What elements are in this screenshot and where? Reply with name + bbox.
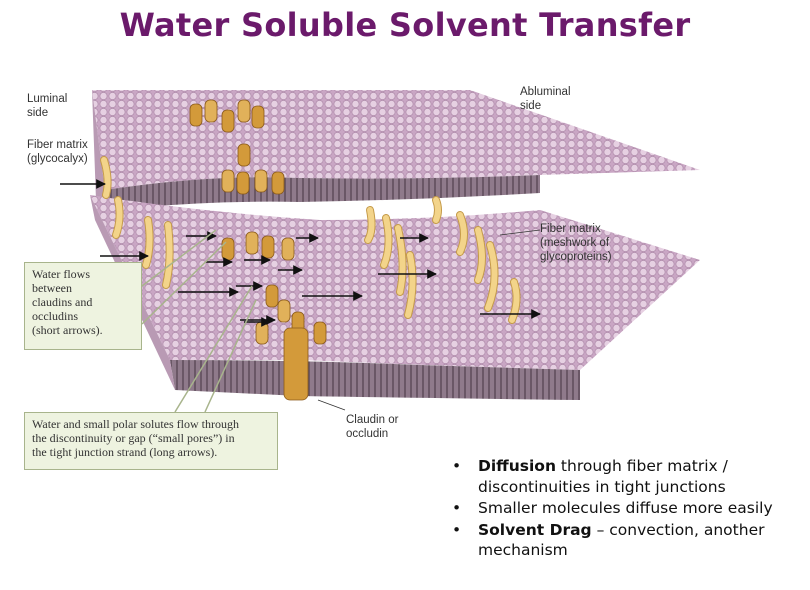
bullet-list: Diffusion through fiber matrix / discont… [448,456,810,562]
fiber [143,217,153,268]
flow-arrows [60,179,541,327]
claudin [237,143,251,167]
claudin [281,237,295,261]
fiber [395,225,406,295]
claudin [204,99,218,123]
long-arrows-callout: Water and small polar solutes flow throu… [24,412,278,470]
claudin [255,321,269,345]
claudin [283,327,309,401]
bullet-text: – convection, another mechanism [478,520,765,560]
luminal-side-label: Luminal side [27,93,68,119]
fiber [365,207,375,243]
claudin [245,231,259,255]
fiber [433,197,441,223]
bullet-item: Diffusion through fiber matrix / discont… [448,456,810,497]
fiber [163,222,173,288]
fiber [475,227,485,283]
fiber [101,157,111,198]
label-leaders [317,229,541,411]
claudin [313,321,327,345]
claudin [251,105,265,129]
lower-membrane-edge [170,360,580,400]
fiber-matrix-meshwork-label: Fiber matrix (meshwork of glycoproteins) [540,223,612,263]
fiber [485,242,498,311]
bullet-text: Smaller molecules diffuse more easily [478,499,773,517]
claudin [254,169,268,193]
claudin [189,103,203,127]
fiber-matrix-glycocalyx-label: Fiber matrix (glycocalyx) [27,139,88,165]
short-arrows-callout: Water flows between claudins and occludi… [24,262,142,350]
claudin [271,171,285,195]
upper-membrane-edge [105,175,540,210]
fiber [381,215,392,268]
lower-membrane-top [90,195,700,370]
bullet-bold: Solvent Drag [478,520,592,539]
claudin [221,109,235,133]
claudin [237,99,251,123]
claudin [236,171,250,195]
bullet-item: Smaller molecules diffuse more easily [448,498,810,519]
fiber [405,252,416,318]
bullet-item: Solvent Drag – convection, another mecha… [448,520,810,561]
claudin [261,235,275,259]
tight-junction-illustration [60,90,700,413]
leader-lines [141,229,257,413]
abluminal-side-label: Abluminal side [520,86,571,112]
claudin-cluster [189,99,327,401]
fiber [509,279,520,323]
fiber [113,197,123,238]
claudin [265,284,279,308]
bullet-text: through fiber matrix / discontinuities i… [478,457,728,496]
claudin [221,169,235,193]
claudin [221,237,235,261]
fiber-matrix [100,156,521,324]
slide-title: Water Soluble Solvent Transfer [119,6,691,44]
fiber [457,212,467,255]
bullet-bold: Diffusion [478,457,556,475]
claudin [277,299,291,323]
upper-membrane-top [92,90,700,190]
claudin-occludin-label: Claudin or occludin [346,414,399,440]
